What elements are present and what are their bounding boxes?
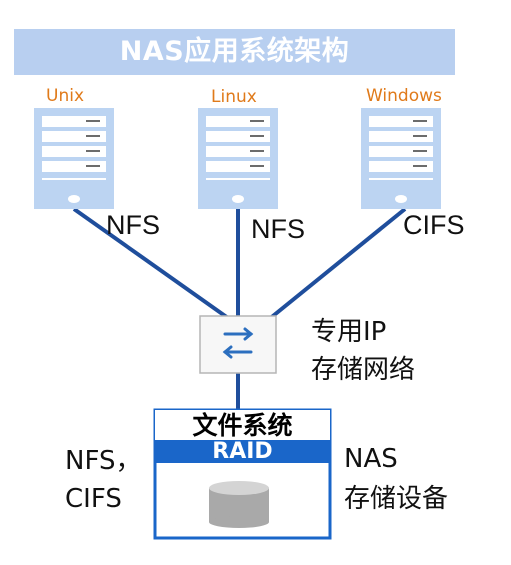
file-system-label: 文件系统: [192, 411, 293, 440]
network-label: 专用IP 存储网络: [311, 313, 415, 389]
nas-device-label: NAS 存储设备: [344, 440, 448, 518]
storage-protocols-line2: CIFS: [65, 484, 122, 514]
storage-protocols-label: NFS， CIFS: [65, 442, 141, 518]
network-label-line1: 专用IP: [311, 317, 387, 347]
nas-device-line1: NAS: [344, 444, 398, 474]
protocol-label-windows: CIFS: [403, 210, 465, 240]
connection-lines: [72, 207, 407, 410]
server-icon: [34, 108, 114, 209]
protocol-label-linux: NFS: [251, 214, 305, 244]
protocol-label-unix: NFS: [106, 210, 160, 240]
client-label-windows: Windows: [366, 86, 442, 106]
client-label-linux: Linux: [211, 87, 257, 107]
storage-protocols-line1: NFS，: [65, 446, 142, 476]
network-label-line2: 存储网络: [311, 355, 416, 385]
disk-cylinder-icon: [209, 481, 269, 528]
nas-device-line2: 存储设备: [344, 484, 449, 514]
raid-bar: RAID: [155, 440, 330, 463]
link-windows-switch: [266, 207, 407, 322]
server-icon: [198, 108, 278, 209]
title-banner: NAS应用系统架构: [14, 29, 455, 75]
server-icon: [361, 108, 441, 209]
switch-arrows-icon: [199, 315, 277, 374]
client-label-unix: Unix: [46, 86, 85, 106]
link-unix-switch: [72, 207, 230, 320]
